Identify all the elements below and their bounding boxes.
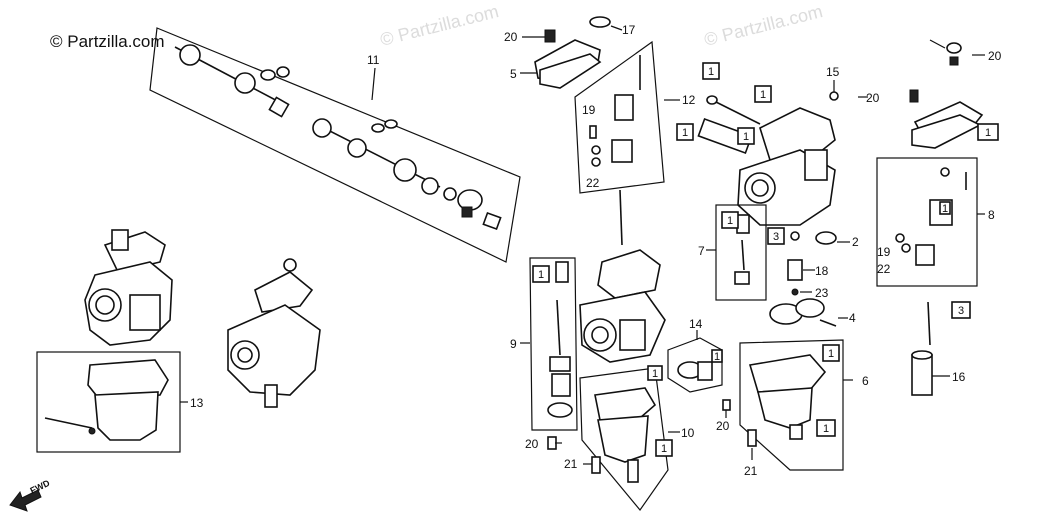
label-21a: 21: [564, 457, 578, 471]
label-23: 23: [815, 286, 829, 300]
label-15: 15: [826, 65, 840, 79]
carburetor-assembled-middle: [227, 258, 321, 408]
label-6: 6: [862, 374, 869, 388]
label-18: 18: [815, 264, 829, 278]
label-10: 10: [681, 426, 695, 440]
callout-1a: 1: [708, 66, 714, 78]
callout-3a: 3: [773, 231, 779, 243]
label-20a: 20: [504, 30, 518, 44]
callout-1m: 1: [942, 203, 948, 215]
callout-1c: 1: [682, 127, 688, 139]
label-20b: 20: [866, 91, 880, 105]
fwd-arrow: FWD: [9, 478, 52, 512]
repeat-watermark-2: © Partzilla.com: [702, 1, 825, 50]
callout-1b: 1: [760, 89, 766, 101]
callout-1j: 1: [823, 423, 829, 435]
group-14-accelerator-pump: [667, 330, 723, 393]
label-21b: 21: [744, 464, 758, 478]
callout-1d: 1: [743, 131, 749, 143]
part-labels: 2 4 5 6 7 8 9 10 11 12 13 14 15 16 17 18…: [190, 23, 1002, 478]
group-7-needle-valve: [706, 204, 767, 301]
label-8: 8: [988, 208, 995, 222]
label-7: 7: [698, 244, 705, 258]
group-9-jet-column: [520, 257, 578, 431]
label-22a: 22: [586, 176, 600, 190]
label-16: 16: [952, 370, 966, 384]
callout-1l: 1: [714, 351, 720, 363]
label-22b: 22: [877, 262, 891, 276]
label-20e: 20: [716, 419, 730, 433]
group-top-right-cover: [909, 42, 984, 149]
callout-1g: 1: [538, 269, 544, 281]
group-10-float-bowl: [579, 367, 680, 511]
group-16-parts: [911, 301, 933, 396]
label-13: 13: [190, 396, 204, 410]
label-20d: 20: [525, 437, 539, 451]
label-19b: 19: [877, 245, 891, 259]
label-4: 4: [849, 311, 856, 325]
callout-boxes: 1 1 1 1 1 1 1 1 1 1 1 1 1 3 3: [532, 62, 999, 457]
label-19a: 19: [582, 103, 596, 117]
label-17: 17: [622, 23, 636, 37]
repeat-watermark-1: © Partzilla.com: [378, 1, 501, 50]
callout-1k: 1: [661, 443, 667, 455]
label-12: 12: [682, 93, 696, 107]
label-9: 9: [510, 337, 517, 351]
label-2: 2: [852, 235, 859, 249]
group-11-linkage: [149, 27, 521, 263]
fwd-label: FWD: [28, 478, 51, 496]
label-14: 14: [689, 317, 703, 331]
callout-1e: 1: [985, 127, 991, 139]
group-2-18-23-4-parts: [769, 231, 837, 327]
callout-1f: 1: [727, 215, 733, 227]
label-20c: 20: [988, 49, 1002, 63]
group-13-float-bowl: [36, 351, 188, 453]
group-8-needle-assembly: [876, 157, 985, 287]
group-6-float-bowl: [739, 339, 853, 471]
label-5: 5: [510, 67, 517, 81]
callout-1h: 1: [652, 368, 658, 380]
copyright-watermark: © Partzilla.com: [50, 32, 165, 51]
callout-1i: 1: [828, 348, 834, 360]
carburetor-assembled-left: [84, 229, 173, 346]
leader-lines: [520, 25, 985, 465]
label-11: 11: [367, 53, 380, 67]
callout-3b: 3: [958, 305, 964, 317]
group-5-top-cover: [534, 16, 611, 89]
carburetor-center: [579, 189, 666, 363]
group-12-needle-assembly: [574, 40, 680, 194]
